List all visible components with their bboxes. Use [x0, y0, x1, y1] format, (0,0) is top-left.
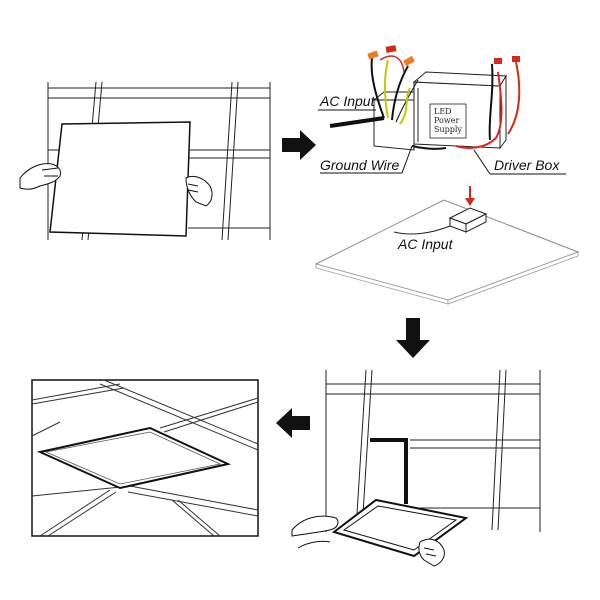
psu-label: LED Power Supply — [434, 107, 462, 134]
step2-panel-flat — [314, 186, 580, 305]
step3-cable — [370, 438, 408, 504]
psu-label-line2: Power — [434, 116, 459, 125]
step2-driver-box-detail — [372, 71, 507, 151]
label-leaders — [318, 109, 566, 175]
step1-hands — [19, 163, 213, 207]
step3-ceiling-grid — [325, 369, 541, 532]
step1-led-panel — [49, 121, 191, 237]
arrow-down-icon — [396, 318, 430, 358]
ground-wire-label: Ground Wire — [320, 157, 399, 173]
arrow-right-icon — [282, 130, 316, 160]
wire-connectors — [367, 45, 520, 67]
psu-label-line1: LED — [434, 107, 452, 116]
arrow-left-icon — [276, 408, 310, 438]
step4-installed-view — [31, 379, 259, 537]
ac-input-label-bottom: AC Input — [397, 236, 454, 252]
step3-hands — [291, 515, 445, 567]
driver-box-label: Driver Box — [494, 157, 560, 173]
wires — [329, 55, 521, 150]
ac-input-label-top: AC Input — [319, 93, 376, 109]
psu-label-line3: Supply — [434, 125, 462, 134]
